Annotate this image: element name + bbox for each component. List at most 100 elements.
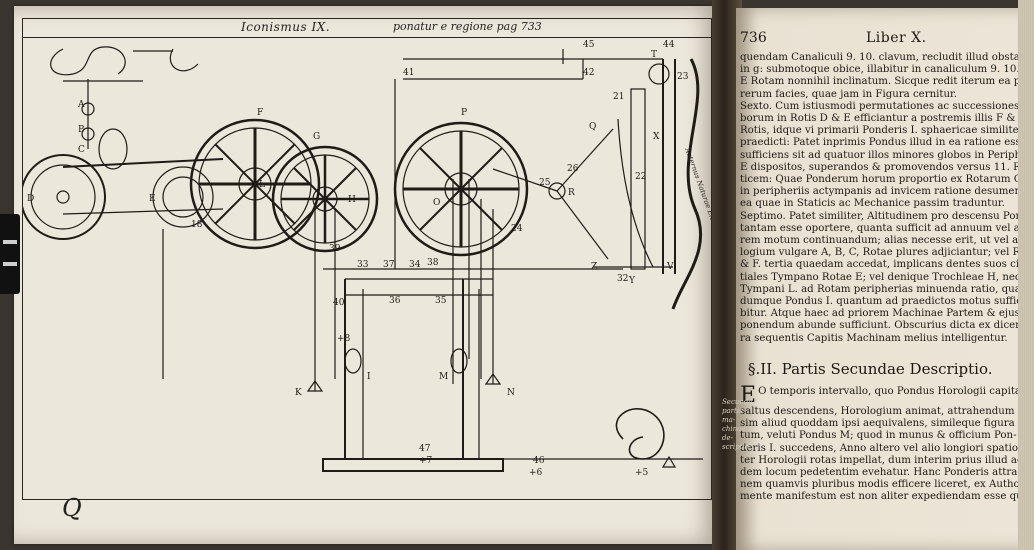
label-O: O <box>433 198 440 208</box>
text-line: tantam esse oportere, quanta sufficit ad… <box>740 222 1034 234</box>
text-line: E dispositos, superandos & promovendos v… <box>740 161 1034 173</box>
plus-8: +8 <box>337 334 351 344</box>
num-34: 34 <box>409 260 421 270</box>
section-heading: §.II. Partis Secundae Descriptio. <box>748 360 993 378</box>
label-I: I <box>367 372 371 382</box>
num-35: 35 <box>435 296 447 306</box>
label-D: D <box>27 194 34 204</box>
label-X: X <box>653 132 660 142</box>
num-24: 24 <box>511 224 523 234</box>
machine-drawing: A B C D E F G H I K L M N O P Q R <box>23 40 711 478</box>
plus-5: +5 <box>635 468 649 478</box>
text-line: in peripheriis actympanis ad invicem rat… <box>740 186 1034 198</box>
binder-clip <box>0 214 20 294</box>
num-13: 23 <box>677 72 689 82</box>
num-38: 38 <box>427 258 439 268</box>
label-N: N <box>507 388 515 398</box>
label-Q: Q <box>589 122 596 132</box>
text-line: tiales Tympano Rotae E; vel denique Troc… <box>740 271 1034 283</box>
num-41: 41 <box>403 68 414 78</box>
text-line: quendam Canaliculi 9. 10. clavum, reclud… <box>740 52 1034 63</box>
running-head: Liber X. <box>866 30 927 46</box>
engraving-plate: Iconismus IX. ponatur e regione pag 733 <box>14 6 720 544</box>
text-line: rerum facies, quae jam in Figura cernitu… <box>740 88 958 100</box>
drop-cap: E <box>740 383 757 408</box>
num-10: 18 <box>191 220 203 230</box>
page-number: 736 <box>740 30 767 46</box>
text-line: dumque Pondus I. quantum ad praedictos m… <box>740 296 1034 308</box>
text-line: in g: submotoque obice, illabitur in can… <box>740 64 1034 76</box>
wheel-d <box>23 154 106 240</box>
label-G: G <box>313 132 320 142</box>
text-line: ter Horologii rotas impellat, dum interi… <box>740 454 1034 466</box>
num-39: 39 <box>329 244 341 254</box>
label-B: B <box>78 125 85 135</box>
num-37: 37 <box>383 260 395 270</box>
binder-clip-highlight <box>3 262 17 266</box>
label-C: C <box>78 145 85 155</box>
text-line: Sexto. Cum istiusmodi permutationes ac s… <box>740 100 1034 112</box>
plate-title: Iconismus IX. <box>241 20 331 34</box>
text-line: borum in Rotis D & E efficiantur a postr… <box>740 113 1027 125</box>
num-23: 22 <box>635 172 646 182</box>
label-F: F <box>257 108 263 118</box>
plate-subtitle: ponatur e regione pag 733 <box>393 20 542 33</box>
num-25: 25 <box>539 178 551 188</box>
binder-clip-highlight <box>3 240 17 244</box>
text-line: nem quamvis pluribus modis efficere lice… <box>740 479 1034 491</box>
plate-frame: Iconismus IX. ponatur e regione pag 733 <box>22 18 712 500</box>
text-line: E Rotam nonnihil inclinatum. Sicque redi… <box>740 76 1034 88</box>
wheel-e <box>152 166 214 228</box>
label-R: R <box>568 188 575 198</box>
text-line: deris I. succedens, Anno altero vel alio… <box>740 442 1034 454</box>
label-T: T <box>651 50 657 60</box>
label-Z: Z <box>591 262 597 272</box>
plate-header: Iconismus IX. ponatur e regione pag 733 <box>23 19 711 38</box>
num-40: 40 <box>333 298 345 308</box>
label-P: P <box>461 108 467 118</box>
body-text: quendam Canaliculi 9. 10. clavum, reclud… <box>740 52 1034 345</box>
text-line: logium vulgare A, B, C, Rotae plures adj… <box>740 247 1034 259</box>
text-line: Septimo. Patet similiter, Altitudinem pr… <box>740 210 1034 222</box>
margin-note: Secunda partis ma- chinae de- scriptio. <box>722 398 753 451</box>
label-Y: Y <box>628 276 636 286</box>
wheel-f <box>189 118 321 250</box>
num-20: 32 <box>617 274 628 284</box>
num-45: 45 <box>583 40 595 50</box>
text-line: saltus descendens, Horologium animat, at… <box>740 406 1034 417</box>
num-47: 47 <box>419 444 431 454</box>
num-33: 33 <box>357 260 369 270</box>
text-line: ponendum abunde sufficiunt. Obscurius di… <box>740 320 1034 332</box>
label-E: E <box>149 194 156 204</box>
wheel-g <box>271 145 379 253</box>
plus-7: +7 <box>419 456 433 466</box>
text-line: praedicti: Patet inprimis Pondus illud i… <box>740 137 1034 149</box>
text-line: dem locum pedetentim evehatur. Hanc Pond… <box>740 467 1034 479</box>
num-42: 42 <box>583 68 594 78</box>
num-44: 44 <box>663 40 675 50</box>
plus-6: +6 <box>529 468 543 478</box>
label-K: K <box>295 388 302 398</box>
label-V: V <box>666 262 674 272</box>
text-line: tum, veluti Pondus M; quod in munus & of… <box>740 430 1017 442</box>
text-line: ra sequentis Capitis Machinam melius int… <box>740 332 1008 344</box>
num-36: 36 <box>389 296 401 306</box>
text-line: bitur. Atque haec ad priorem Machinae Pa… <box>740 308 1034 320</box>
text-line: sufficiens sit ad quatuor illos minores … <box>740 149 1034 161</box>
text-line: ticem: Quae Ponderum horum proportio ex … <box>740 174 1034 186</box>
text-page: 736 Liber X. quendam Canaliculi 9. 10. c… <box>736 8 1034 550</box>
num-26: 26 <box>567 164 579 174</box>
text-line: Rotis, idque vi primarii Ponderis I. sph… <box>740 125 1034 137</box>
label-M: M <box>439 372 448 382</box>
page-edges <box>1018 0 1034 550</box>
ribbon-text: Aeternus Naturae Elementum <box>683 146 711 250</box>
text-line: & F. tertia quaedam accedat, implicans d… <box>740 259 1034 271</box>
text-line: ea quae in Staticis ac Mechanice passim … <box>740 198 1005 210</box>
label-H: H <box>348 195 356 205</box>
ornament-scroll-left <box>50 46 126 76</box>
plate-figure-letter: Q <box>62 494 82 522</box>
text-line: rem motum continuandum; alias necesse er… <box>740 235 1034 247</box>
